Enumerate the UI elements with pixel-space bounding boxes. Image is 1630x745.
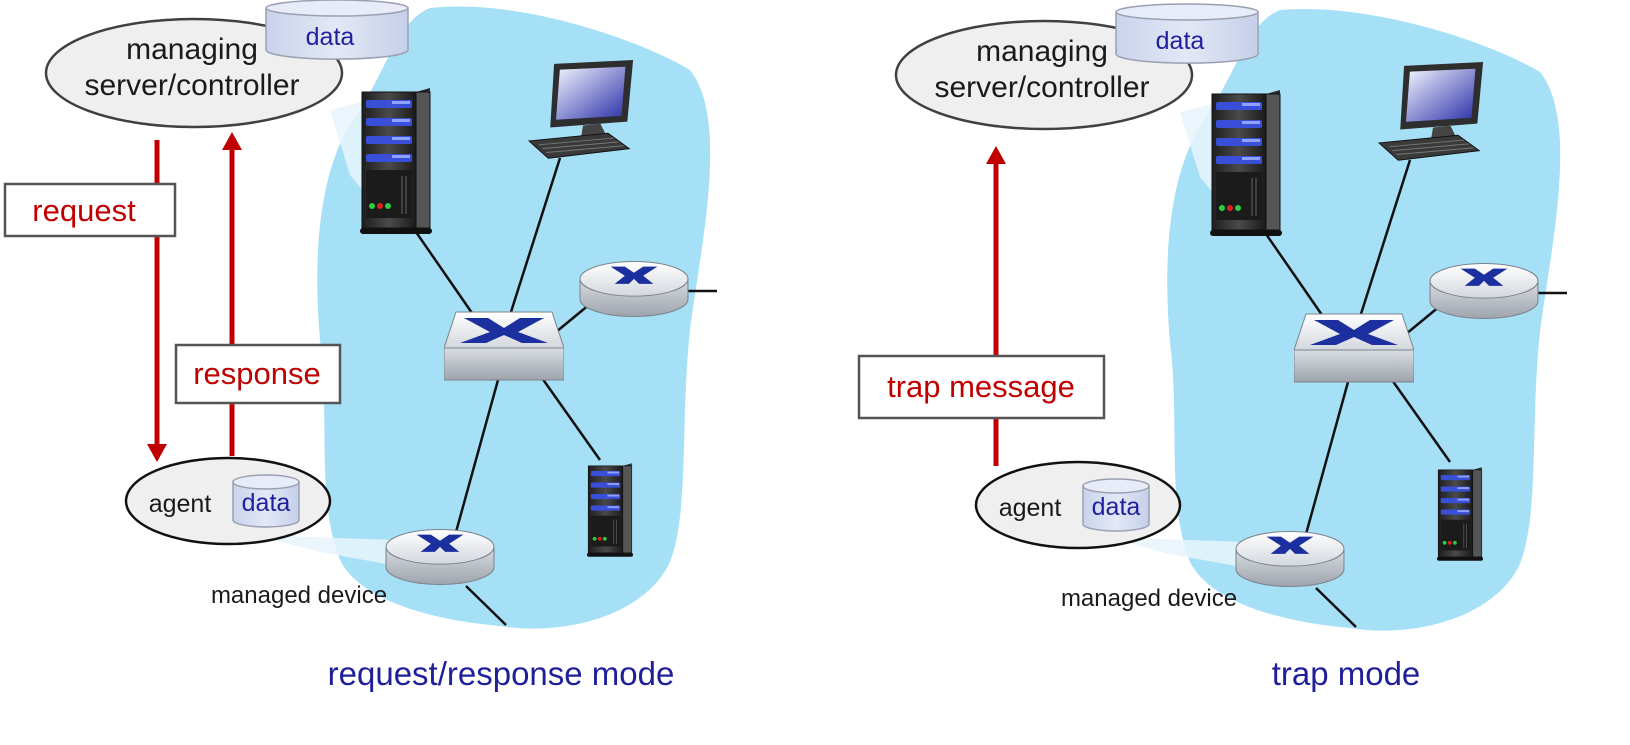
router-icon-right (1429, 262, 1539, 320)
server-icon (359, 87, 433, 235)
switch-icon (444, 311, 564, 381)
manager-database-icon-right: data (1115, 3, 1259, 64)
right-caption: trap mode (1272, 655, 1421, 692)
managed-device-label: managed device (211, 582, 387, 609)
response-arrow (222, 132, 242, 456)
agent-database-icon-right: data (1082, 478, 1150, 532)
manager-title-line1: managing (126, 33, 258, 66)
agent-label: agent (149, 490, 212, 518)
network-links (414, 157, 717, 626)
trap-label-box: trap message (857, 354, 1106, 420)
left-panel: managing server/controller data agent da… (3, 0, 717, 692)
agent-callout-fan (255, 535, 395, 565)
manager-title-line2-right: server/controller (934, 71, 1149, 104)
trap-label: trap message (887, 369, 1075, 404)
network-links-right (1264, 159, 1567, 628)
response-label-box: response (174, 343, 342, 405)
manager-title-line1-right: managing (976, 35, 1108, 68)
manager-database-label-right: data (1156, 27, 1205, 55)
request-label: request (32, 193, 136, 228)
server-icon-small (586, 462, 634, 558)
response-label: response (193, 356, 321, 391)
server-icon-small-right (1436, 466, 1484, 562)
server-icon-right (1209, 89, 1283, 237)
switch-icon-right (1294, 313, 1414, 383)
agent-label-right: agent (999, 494, 1062, 522)
managed-router-icon (385, 528, 495, 586)
request-label-box: request (3, 182, 177, 238)
agent-database-label: data (242, 489, 291, 517)
agent-database-icon: data (232, 474, 300, 528)
agent-database-label-right: data (1092, 493, 1141, 521)
router-icon (579, 260, 689, 318)
manager-title-line2: server/controller (84, 69, 299, 102)
right-panel: managing server/controller data agent da… (857, 3, 1567, 692)
manager-database-label: data (306, 23, 355, 51)
agent-callout-fan-right (1105, 537, 1245, 567)
managed-device-label-right: managed device (1061, 585, 1237, 612)
manager-database-icon: data (265, 0, 409, 60)
left-caption: request/response mode (328, 655, 675, 692)
managed-router-icon-right (1235, 530, 1345, 588)
